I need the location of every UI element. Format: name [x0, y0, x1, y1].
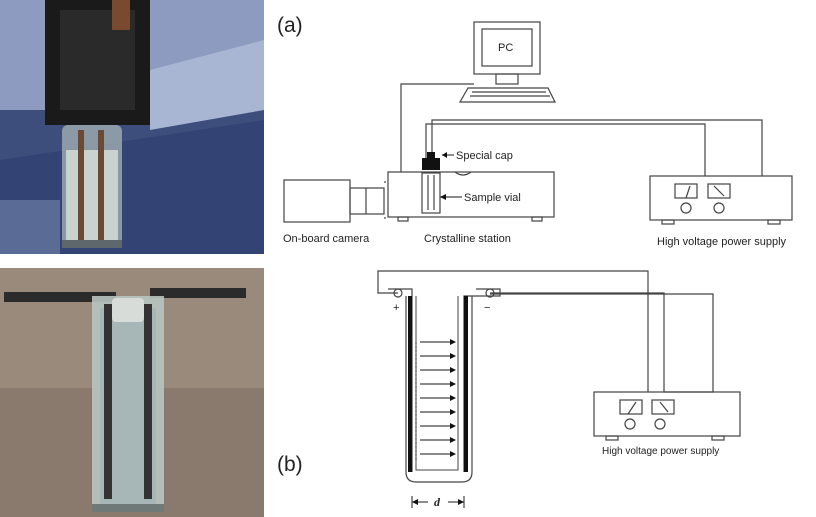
panel-label-b: (b) — [277, 453, 303, 476]
pc-label: PC — [498, 42, 513, 54]
minus-sign: − — [484, 302, 490, 314]
hv-power-supply-a-label: High voltage power supply — [657, 236, 787, 248]
hv-power-supply-b — [593, 391, 741, 437]
pc-keyboard — [458, 87, 556, 103]
hv-power-supply-a — [649, 175, 793, 221]
hv-power-supply-b-label: High voltage power supply — [602, 446, 719, 457]
on-board-camera-label: On-board camera — [283, 233, 370, 245]
on-board-camera — [283, 179, 351, 223]
crystalline-station-label: Crystalline station — [424, 233, 511, 245]
panel-label-a: (a) — [277, 14, 303, 37]
sample-vial-label: Sample vial — [464, 192, 521, 204]
plus-sign: + — [393, 302, 399, 314]
cuvette-diagram — [405, 296, 473, 483]
vial-holder-photo — [0, 0, 264, 254]
special-cap — [422, 158, 440, 170]
gap-d-label: d — [434, 495, 441, 509]
cuvette-photo — [0, 268, 264, 517]
sample-vial — [421, 172, 441, 214]
special-cap-label: Special cap — [456, 150, 513, 162]
